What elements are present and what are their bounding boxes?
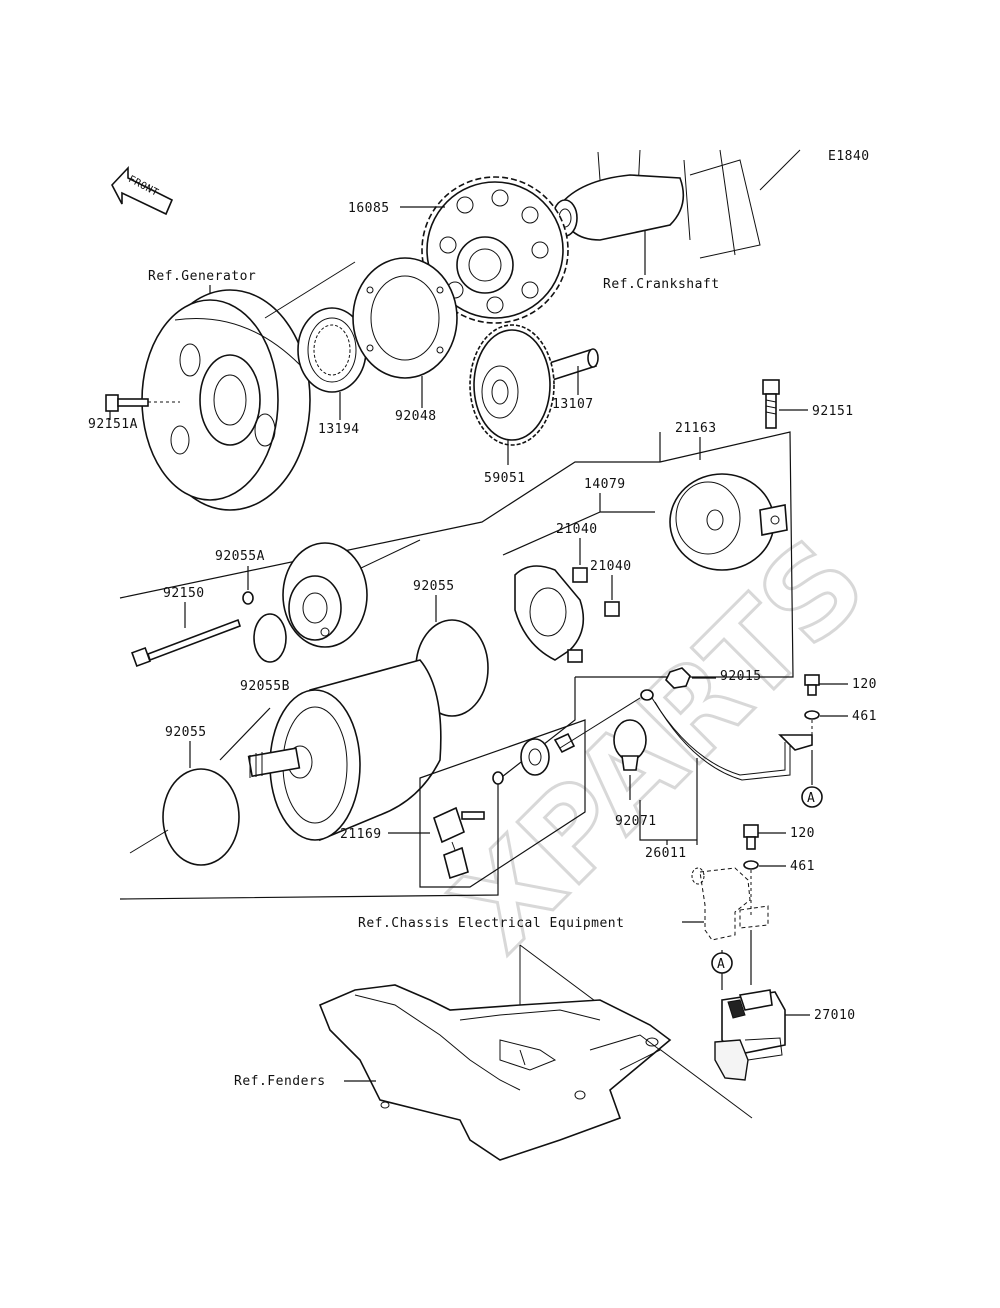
part-21040-label-b: 21040 bbox=[590, 559, 632, 574]
part-21163-label: 21163 bbox=[675, 421, 717, 436]
nut-92015-icon bbox=[665, 667, 691, 689]
part-92055a-upper-label: 92055A bbox=[215, 549, 265, 564]
washer-461-top-icon bbox=[804, 710, 820, 720]
part-21040-label-a: 21040 bbox=[556, 522, 598, 537]
o-ring-92055a-icon bbox=[253, 613, 287, 663]
part-461-label-top: 461 bbox=[852, 709, 877, 724]
rear-fender-icon bbox=[318, 984, 672, 1161]
callout-a-top: A bbox=[807, 791, 815, 806]
brush-b-icon bbox=[604, 601, 620, 617]
part-14079-label: 14079 bbox=[584, 477, 626, 492]
brush-plate-icon bbox=[514, 565, 585, 663]
starter-cable-icon bbox=[640, 689, 813, 781]
part-92150-label: 92150 bbox=[163, 586, 205, 601]
clutch-holder-icon bbox=[352, 257, 458, 379]
part-92055b-label: 92055B bbox=[240, 679, 290, 694]
part-92015-label: 92015 bbox=[720, 669, 762, 684]
starter-relay-icon bbox=[714, 989, 786, 1081]
part-13194-label: 13194 bbox=[318, 422, 360, 437]
part-92151-label: 92151 bbox=[812, 404, 854, 419]
part-92048-label: 92048 bbox=[395, 409, 437, 424]
brush-a-icon bbox=[572, 567, 588, 583]
part-92055-label-upper: 92055 bbox=[413, 579, 455, 594]
starter-yoke-icon bbox=[247, 659, 442, 842]
screw-120-bottom-icon bbox=[743, 824, 759, 850]
washer-461-bottom-icon bbox=[743, 860, 759, 870]
part-120-label-bottom: 120 bbox=[790, 826, 815, 841]
part-59051-label: 59051 bbox=[484, 471, 526, 486]
ref-chassis-electrical-label: Ref.Chassis Electrical Equipment bbox=[358, 916, 624, 931]
ref-fenders-label: Ref.Fenders bbox=[234, 1074, 326, 1089]
part-16085-label: 16085 bbox=[348, 201, 390, 216]
part-120-label-top: 120 bbox=[852, 677, 877, 692]
part-27010-label: 27010 bbox=[814, 1008, 856, 1023]
part-92071-label: 92071 bbox=[615, 814, 657, 829]
bolt-92151-icon bbox=[762, 379, 780, 429]
crankshaft-icon bbox=[552, 149, 801, 259]
starter-driven-gear-icon bbox=[421, 176, 569, 324]
ref-generator-label: Ref.Generator bbox=[148, 269, 256, 284]
diagram-code: E1840 bbox=[828, 149, 870, 164]
part-92151a-label: 92151A bbox=[88, 417, 138, 432]
small-o-ring-icon bbox=[242, 591, 254, 605]
part-461-label-bottom: 461 bbox=[790, 859, 815, 874]
generator-rotor-icon bbox=[141, 289, 311, 511]
o-ring-92055-lower-icon bbox=[162, 768, 240, 866]
terminal-cap-icon bbox=[613, 719, 647, 771]
ref-crankshaft-label: Ref.Crankshaft bbox=[603, 277, 720, 292]
relay-bracket-ref-icon bbox=[691, 867, 769, 941]
part-13107-label: 13107 bbox=[552, 397, 594, 412]
terminal-set-icon bbox=[433, 732, 576, 880]
end-cover-icon bbox=[669, 473, 788, 571]
long-bolt-92150-icon bbox=[131, 618, 242, 667]
front-arrow-icon: FRONT bbox=[111, 165, 174, 216]
idle-gear-icon bbox=[469, 324, 555, 446]
part-21169-label: 21169 bbox=[340, 827, 382, 842]
part-26011-label: 26011 bbox=[645, 846, 687, 861]
watermark: XPARTS bbox=[428, 513, 892, 977]
callout-a-bottom: A bbox=[717, 957, 725, 972]
front-bracket-icon bbox=[282, 542, 368, 648]
callout-a-top-icon bbox=[801, 786, 823, 808]
part-92055-label-lower: 92055 bbox=[165, 725, 207, 740]
screw-120-top-icon bbox=[804, 674, 820, 696]
